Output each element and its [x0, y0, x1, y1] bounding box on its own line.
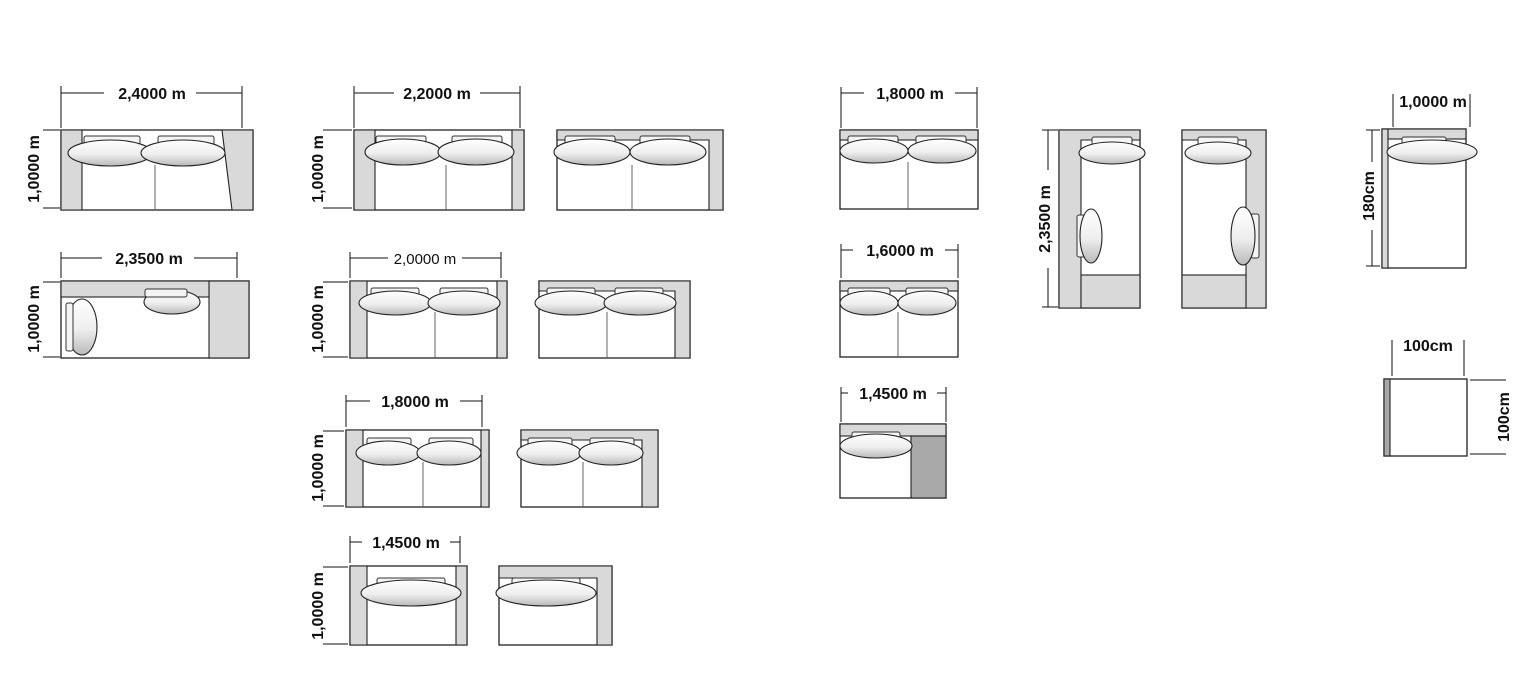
dimension-width-1600: 1,6000 m	[840, 243, 959, 278]
chaise-vertical-right	[1181, 129, 1267, 309]
label-height-100cm: 100cm	[1496, 392, 1513, 442]
sofa-1800-left	[345, 429, 490, 508]
armchair-1450-right	[495, 565, 613, 646]
dimension-height-180: 180cm	[1361, 129, 1380, 267]
label-height-2350: 2,3500 m	[1037, 185, 1054, 253]
dimension-depth-e: 1,0000 m	[310, 430, 344, 507]
dimension-width-1450-b: 1,4500 m	[840, 386, 947, 422]
dimension-depth-f: 1,0000 m	[310, 566, 348, 645]
label-width-2400: 2,4000 m	[118, 86, 186, 103]
label-width-2200: 2,2000 m	[403, 86, 471, 103]
dimension-width-2350: 2,3500 m	[60, 251, 238, 278]
label-width-1450-b: 1,4500 m	[859, 386, 927, 403]
label-width-1800-b: 1,8000 m	[876, 86, 944, 103]
label-height-180cm: 180cm	[1361, 171, 1378, 221]
dimension-height-100: 100cm	[1470, 379, 1513, 455]
ottoman-100	[1383, 378, 1468, 457]
chaise-vertical-left	[1058, 129, 1146, 309]
dimension-height-2350: 2,3500 m	[1037, 129, 1058, 308]
label-depth-e: 1,0000 m	[310, 434, 327, 502]
sofa-2000-left	[349, 280, 508, 359]
label-depth-d: 1,0000 m	[310, 285, 327, 353]
dimension-width-1800-a: 1,8000 m	[345, 394, 483, 427]
dimension-width-1450-a: 1,4500 m	[349, 535, 461, 563]
dimension-width-2400: 2,4000 m	[60, 86, 243, 128]
single-module-1000	[1381, 128, 1478, 269]
sofa-2000-right	[534, 280, 691, 359]
label-width-2000: 2,0000 m	[394, 251, 457, 268]
end-module-1450	[839, 423, 947, 499]
label-width-1000: 1,0000 m	[1399, 94, 1467, 111]
label-width-100cm: 100cm	[1403, 338, 1453, 355]
sofa-2200-left	[353, 129, 525, 211]
label-depth-f: 1,0000 m	[310, 572, 327, 640]
label-depth-a: 1,0000 m	[26, 135, 43, 203]
dimension-depth-c: 1,0000 m	[310, 129, 352, 209]
sofa-2400	[60, 129, 254, 211]
dimension-width-1000: 1,0000 m	[1392, 94, 1471, 127]
dimension-width-2000: 2,0000 m	[349, 251, 502, 278]
sofa-1800-right	[516, 429, 659, 508]
armless-1800	[839, 129, 979, 210]
dimension-width-2200: 2,2000 m	[353, 86, 521, 128]
sofa-2200-right	[553, 129, 724, 211]
dimension-depth-a: 1,0000 m	[26, 129, 60, 209]
label-depth-b: 1,0000 m	[26, 285, 43, 353]
armless-1600	[839, 280, 959, 358]
label-width-1600: 1,6000 m	[866, 243, 934, 260]
dimension-width-100: 100cm	[1391, 338, 1465, 376]
dimension-depth-d: 1,0000 m	[310, 281, 348, 358]
label-width-1800-a: 1,8000 m	[381, 394, 449, 411]
label-width-1450-a: 1,4500 m	[372, 535, 440, 552]
label-width-2350: 2,3500 m	[115, 251, 183, 268]
label-depth-c: 1,0000 m	[310, 135, 327, 203]
chaise-2350	[60, 280, 250, 359]
armchair-1450-left	[349, 565, 468, 646]
dimension-depth-b: 1,0000 m	[26, 281, 60, 358]
dimension-width-1800-b: 1,8000 m	[840, 86, 978, 128]
